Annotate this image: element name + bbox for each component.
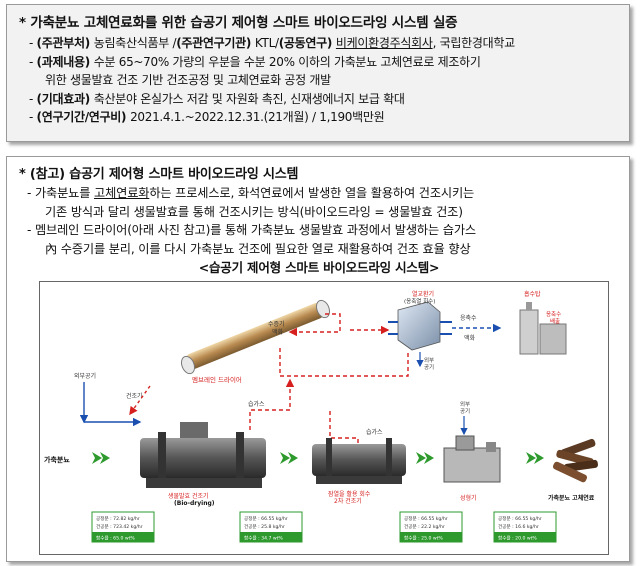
livestock-manure-label: 가축분뇨	[44, 455, 70, 464]
outside-air-label: 외부공기	[74, 372, 96, 380]
description-line: 內 수증기를 분리, 이를 다시 가축분뇨 건조에 필요한 열로 재활용하여 건…	[45, 241, 471, 256]
panel-value: 함수율 : 65.0 wt%	[96, 535, 135, 542]
description-line: - 가축분뇨를 고체연료화하는 프로세스로, 화석연료에서 발생한 열을 활용하…	[27, 186, 475, 200]
outside-air2-label: 외부	[424, 357, 434, 364]
project-row: - (주관부처) 농림축산식품부 /(주관연구기관) KTL/(공동연구) 비케…	[19, 34, 619, 53]
heat-exchanger-sublabel: (응축열 회수)	[404, 297, 435, 305]
reference-description: - 가축분뇨를 고체연료화하는 프로세스로, 화석연료에서 발생한 열을 활용하…	[19, 184, 619, 258]
project-row: - (기대효과) 축산분야 온실가스 저감 및 자원화 촉진, 신재생에너지 보…	[19, 90, 619, 109]
panel-value: 함수율 : 25.0 wt%	[404, 535, 443, 542]
bio-dryer-label: 생물발효 건조기	[168, 492, 209, 500]
bullet: -	[29, 36, 37, 50]
dryer2-air-label: 외부	[460, 401, 470, 408]
panel-value: 건공분 : 723.42 kg/hr	[96, 523, 143, 530]
row-text: 비케이환경주식회사	[335, 36, 433, 50]
dryer2b-label: 2차 건조기	[334, 497, 362, 505]
secondary-dryer-drum	[312, 438, 406, 484]
panel-value: 건공분 : 25.8 kg/hr	[244, 523, 285, 530]
row-text: 수분 65~70% 가량의 우분을 수분 20% 이하의 가축분뇨 고체연료로 …	[93, 54, 481, 69]
project-row: - (연구기간/연구비) 2021.4.1.~2022.12.31.(21개월)…	[19, 108, 619, 127]
process-diagram: 멤브레인 드라이어 수증기 액화 열교환기 (응축열 회수) 외부 공기 응축수…	[39, 281, 609, 555]
project-title: * 가축분뇨 고체연료화를 위한 습공기 제어형 스마트 바이오드라잉 시스템 …	[19, 15, 458, 31]
project-row: - (과제내용) 수분 65~70% 가량의 우분을 수분 20% 이하의 가축…	[19, 53, 619, 72]
dry-air-label: 건조기	[126, 392, 143, 400]
outside-air2b-label: 공기	[424, 363, 434, 371]
row-text: (연구기간/연구비)	[36, 110, 131, 124]
diagram-caption: <습공기 제어형 스마트 바이오드라잉 시스템>	[198, 260, 440, 276]
process-diagram-svg: 멤브레인 드라이어 수증기 액화 열교환기 (응축열 회수) 외부 공기 응축수…	[44, 290, 598, 543]
membrane-dryer-label: 멤브레인 드라이어	[192, 375, 242, 384]
row-text: KTL/	[254, 36, 279, 50]
bio-drying-drum	[140, 422, 266, 488]
dryer2-label: 잠열을 활용 회수	[328, 490, 371, 498]
reference-box: * (참고) 습공기 제어형 스마트 바이오드라잉 시스템 - 가축분뇨를 고체…	[6, 156, 630, 562]
description-line: 기존 방식과 달리 생물발효를 통해 건조시키는 방식(바이오드라잉 = 생물발…	[45, 204, 463, 219]
bio-drying-label: (Bio-drying)	[174, 500, 215, 507]
membrane-dryer	[180, 299, 331, 375]
water-vapor-label: 수증기	[268, 320, 285, 328]
condensate-sublabel: 액화	[464, 335, 476, 342]
solid-fuel-pile	[552, 438, 598, 483]
panel-value: 건공분 : 22.2 kg/hr	[404, 523, 445, 530]
row-text: (과제내용)	[36, 54, 94, 69]
wet-gas-mid-label: 습가스	[366, 428, 383, 436]
row-text: 2021.4.1.~2022.12.31.(21개월) / 1,190백만원	[130, 110, 385, 124]
project-summary-box: * 가축분뇨 고체연료화를 위한 습공기 제어형 스마트 바이오드라잉 시스템 …	[6, 4, 630, 142]
dryer2-airb-label: 공기	[460, 407, 470, 415]
heat-exchanger	[388, 301, 452, 351]
row-text: (주관연구기관)	[176, 36, 255, 50]
row-text: (기대효과)	[36, 91, 94, 106]
panel-value: 함수율 : 20.0 wt%	[498, 535, 537, 542]
pellet-machine	[443, 435, 501, 483]
panel-value: 공정분 : 66.55 kg/hr	[404, 515, 448, 522]
project-row: 위한 생물발효 건조 기반 건조공정 및 고체연료화 공정 개발	[19, 71, 619, 90]
panel-value: 함수율 : 34.7 wt%	[244, 535, 283, 542]
row-text: (공동연구)	[278, 36, 336, 50]
row-text: 농림축산식품부 /	[93, 36, 177, 50]
condensate-label: 응축수	[460, 314, 477, 322]
tank-sublabel2: 배출	[550, 317, 560, 325]
panel-value: 공정분 : 66.55 kg/hr	[244, 515, 288, 522]
panel-value: 공정분 : 66.55 kg/hr	[498, 515, 542, 522]
tank-label: 흡수탑	[524, 290, 541, 298]
wet-gas-top-label: 습가스	[248, 400, 265, 408]
panel-value: 공정분 : 72.82 kg/hr	[96, 515, 140, 522]
bullet: -	[29, 91, 37, 106]
bullet: -	[29, 54, 37, 69]
description-line: - 멤브레인 드라이어(아래 사진 참고)를 통해 가축분뇨 생물발효 과정에서…	[27, 223, 476, 238]
pellet-machine-label: 성형기	[460, 494, 477, 502]
row-text: 축산분야 온실가스 저감 및 자원화 촉진, 신재생에너지 보급 확대	[93, 91, 405, 106]
panel-value: 건공분 : 16.6 kg/hr	[498, 523, 539, 530]
project-details: - (주관부처) 농림축산식품부 /(주관연구기관) KTL/(공동연구) 비케…	[19, 34, 619, 127]
row-text: , 국립한경대학교	[432, 36, 516, 50]
row-text: 위한 생물발효 건조 기반 건조공정 및 고체연료화 공정 개발	[45, 73, 331, 87]
row-text: (주관부처)	[36, 36, 94, 50]
bullet: -	[29, 110, 37, 124]
heat-exchanger-label: 열교환기	[412, 290, 434, 298]
absorption-tower	[519, 302, 567, 355]
reference-title: * (참고) 습공기 제어형 스마트 바이오드라잉 시스템	[19, 167, 299, 182]
solid-fuel-label: 가축분뇨 고체연료	[548, 494, 595, 502]
process-flow-arrows	[92, 452, 544, 464]
tank-sublabel: 응축수	[546, 310, 561, 318]
water-vapor-label2: 액화	[272, 329, 284, 336]
